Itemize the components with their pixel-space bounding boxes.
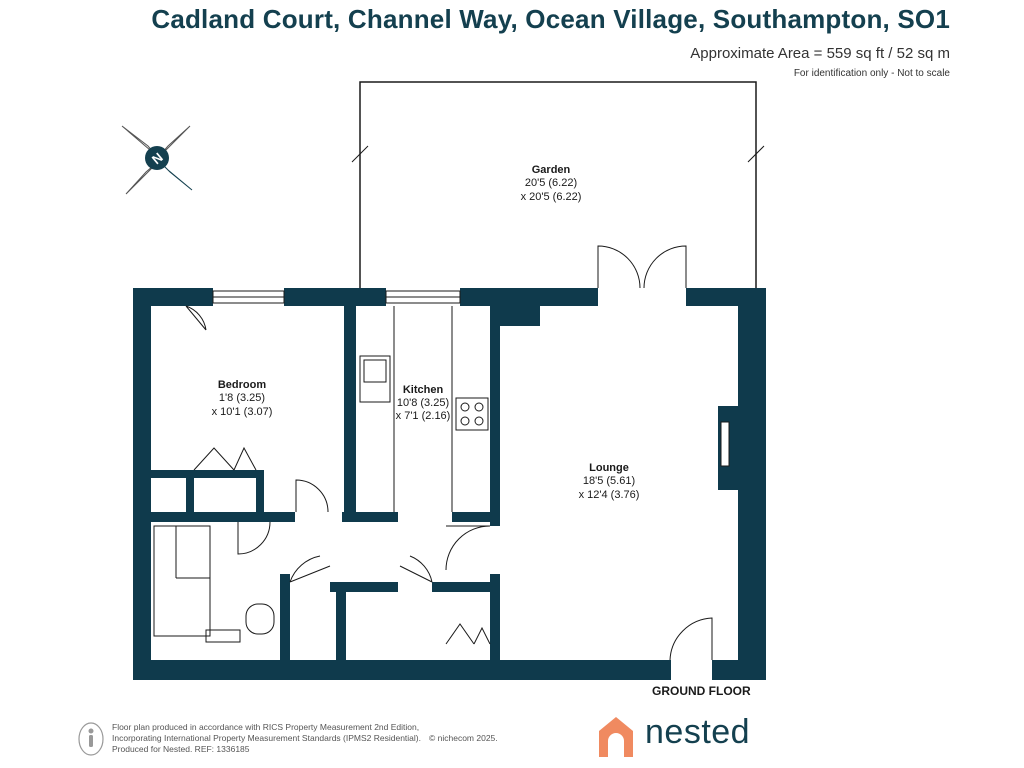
nested-logo-text: nested	[645, 713, 751, 751]
page-title: Cadland Court, Channel Way, Ocean Villag…	[151, 4, 950, 34]
kitchen-dim1: 10'8 (3.25)	[397, 397, 449, 409]
garden-dim1: 20'5 (6.22)	[525, 177, 577, 189]
bath-icon	[153, 525, 211, 637]
approximate-area: Approximate Area = 559 sq ft / 52 sq m	[690, 45, 950, 62]
sink-icon	[359, 355, 391, 403]
scale-note: For identification only - Not to scale	[793, 68, 950, 79]
bedroom-label: Bedroom	[218, 379, 267, 391]
toilet-icon	[245, 603, 275, 635]
lounge-dim1: 18'5 (5.61)	[583, 475, 635, 487]
doors	[185, 245, 713, 661]
footer-copyright: © nichecom 2025.	[429, 733, 498, 743]
bedroom-dim1: 1'8 (3.25)	[219, 392, 265, 404]
footer-line-2-wrap: Incorporating International Property Mea…	[112, 733, 498, 744]
garden-outline	[351, 81, 765, 288]
hob-icon	[455, 397, 489, 431]
kitchen-fittings	[359, 306, 489, 512]
walls	[133, 288, 766, 680]
kitchen-dim2: x 7'1 (2.16)	[396, 410, 451, 422]
kitchen-label: Kitchen	[403, 384, 444, 396]
bedroom-dim2: x 10'1 (3.07)	[212, 406, 273, 418]
footer-line-2: Incorporating International Property Mea…	[112, 733, 421, 743]
windows	[212, 290, 730, 467]
compass-icon: N	[121, 125, 193, 195]
garden-label: Garden	[532, 164, 571, 176]
bathroom-fittings	[153, 525, 275, 643]
nested-logo-icon	[599, 717, 633, 757]
floor-label: GROUND FLOOR	[652, 684, 751, 698]
lounge-label: Lounge	[589, 462, 629, 474]
basin-icon	[205, 629, 241, 643]
footer-line-1: Floor plan produced in accordance with R…	[112, 722, 420, 732]
footer-line-3: Produced for Nested. REF: 1336185	[112, 744, 250, 754]
person-icon	[78, 722, 104, 756]
lounge-dim2: x 12'4 (3.76)	[579, 489, 640, 501]
footer-notes: Floor plan produced in accordance with R…	[112, 722, 498, 755]
garden-dim2: x 20'5 (6.22)	[521, 191, 582, 203]
